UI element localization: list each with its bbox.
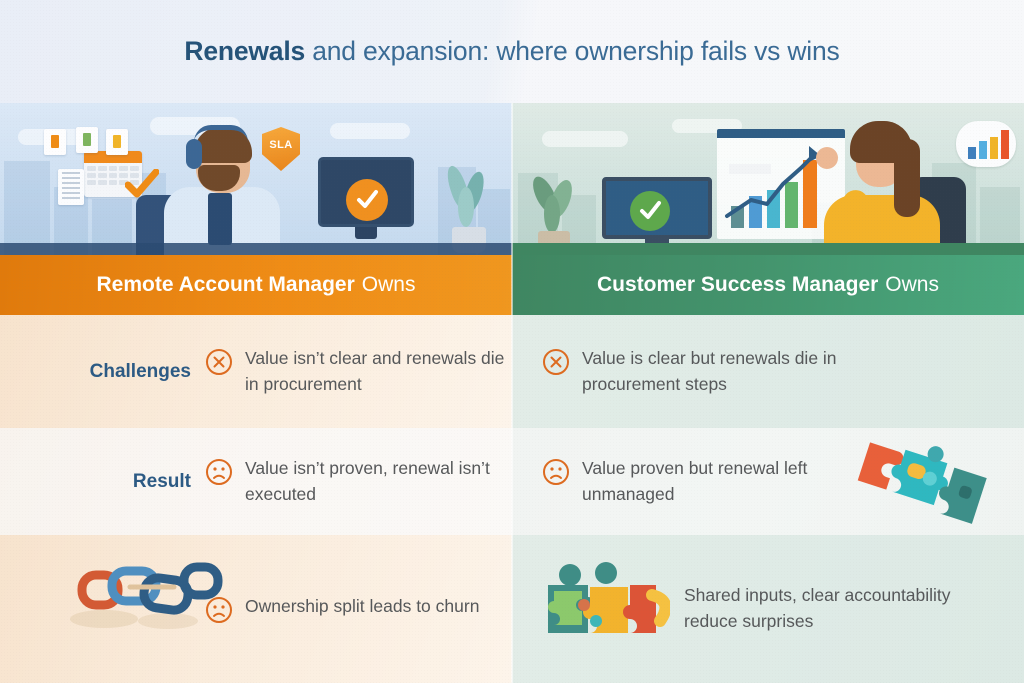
column-header-right: Customer Success Manager Owns — [512, 255, 1024, 315]
hero-band: SLA — [0, 103, 1024, 255]
document-icon — [58, 169, 84, 205]
column-header-left-title: Remote Account Manager — [96, 273, 355, 296]
circle-x-icon — [543, 348, 569, 375]
column-divider — [511, 103, 513, 683]
sticky-note-icon — [106, 129, 128, 155]
orange-check-badge-icon — [346, 179, 388, 221]
row-2-right-cell: Value proven but renewal left unmanaged — [512, 428, 1024, 535]
row-2-right-text: Value proven but renewal left unmanaged — [582, 457, 808, 504]
circle-x-icon — [206, 348, 232, 375]
sticky-note-icon — [44, 129, 66, 155]
column-header-left-suffix: Owns — [361, 273, 416, 296]
row-2-left-bullet: Value isn’t proven, renewal isn’t execut… — [205, 456, 512, 508]
green-check-badge-icon — [630, 191, 670, 231]
row-2-left-text: Value isn’t proven, renewal isn’t execut… — [245, 457, 490, 504]
row-3-right-cell: Shared inputs, clear accountability redu… — [512, 535, 1024, 683]
sla-shield-badge: SLA — [262, 127, 300, 171]
broken-puzzle-art — [857, 442, 987, 524]
calendar-icon — [84, 151, 142, 197]
hero-image-left: SLA — [0, 103, 512, 255]
broken-chain-art — [70, 562, 223, 629]
row-label-result: Result — [132, 470, 191, 492]
row-2-left-cell: Result Value isn’t proven, renewal isn’t… — [0, 428, 512, 535]
table-row: Result Value isn’t proven, renewal isn’t… — [0, 428, 1024, 535]
page-title: Renewals and expansion: where ownership … — [184, 36, 839, 67]
row-3-left-cell: Ownership split leads to churn — [0, 535, 512, 683]
column-header-right-suffix: Owns — [885, 273, 939, 296]
sticky-note-icon — [76, 127, 98, 153]
circle-frown-icon — [206, 597, 232, 623]
row-1-right-cell: Value is clear but renewals die in procu… — [512, 315, 1024, 428]
row-1-right-text: Value is clear but renewals die in procu… — [582, 347, 837, 394]
linked-puzzle-art — [548, 562, 670, 633]
orange-check-mark-icon — [125, 169, 159, 198]
circle-frown-icon — [543, 458, 569, 485]
comparison-rows: Challenges Value isn’t clear and renewal… — [0, 315, 1024, 683]
hero-image-right — [512, 103, 1024, 255]
title-band: Renewals and expansion: where ownership … — [0, 0, 1024, 103]
circle-frown-icon — [206, 458, 232, 485]
column-header-right-title: Customer Success Manager — [597, 273, 879, 296]
sla-badge-label: SLA — [269, 139, 293, 151]
title-emphasis: Renewals — [184, 36, 306, 66]
row-3-left-text: Ownership split leads to churn — [245, 596, 480, 616]
row-label-challenges: Challenges — [89, 360, 191, 382]
row-1-right-bullet: Value is clear but renewals die in procu… — [542, 346, 897, 398]
row-1-left-bullet: Value isn’t clear and renewals die in pr… — [205, 346, 512, 398]
row-3-left-bullet: Ownership split leads to churn — [205, 594, 479, 624]
headset-icon — [186, 139, 202, 169]
row-3-right-text: Shared inputs, clear accountability redu… — [684, 585, 951, 631]
column-header-band: Remote Account Manager Owns Customer Suc… — [0, 255, 1024, 315]
row-1-left-cell: Challenges Value isn’t clear and renewal… — [0, 315, 512, 428]
table-row: Challenges Value isn’t clear and renewal… — [0, 315, 1024, 428]
row-1-left-text: Value isn’t clear and renewals die in pr… — [245, 347, 505, 394]
column-header-left: Remote Account Manager Owns — [0, 255, 512, 315]
row-3-right-bullet: Shared inputs, clear accountability redu… — [684, 583, 999, 635]
row-2-right-bullet: Value proven but renewal left unmanaged — [542, 456, 897, 508]
bar-chart-bubble — [956, 121, 1016, 167]
title-rest: and expansion: where ownership fails vs … — [305, 36, 840, 66]
table-row: Ownership split leads to churn Shared in… — [0, 535, 1024, 683]
